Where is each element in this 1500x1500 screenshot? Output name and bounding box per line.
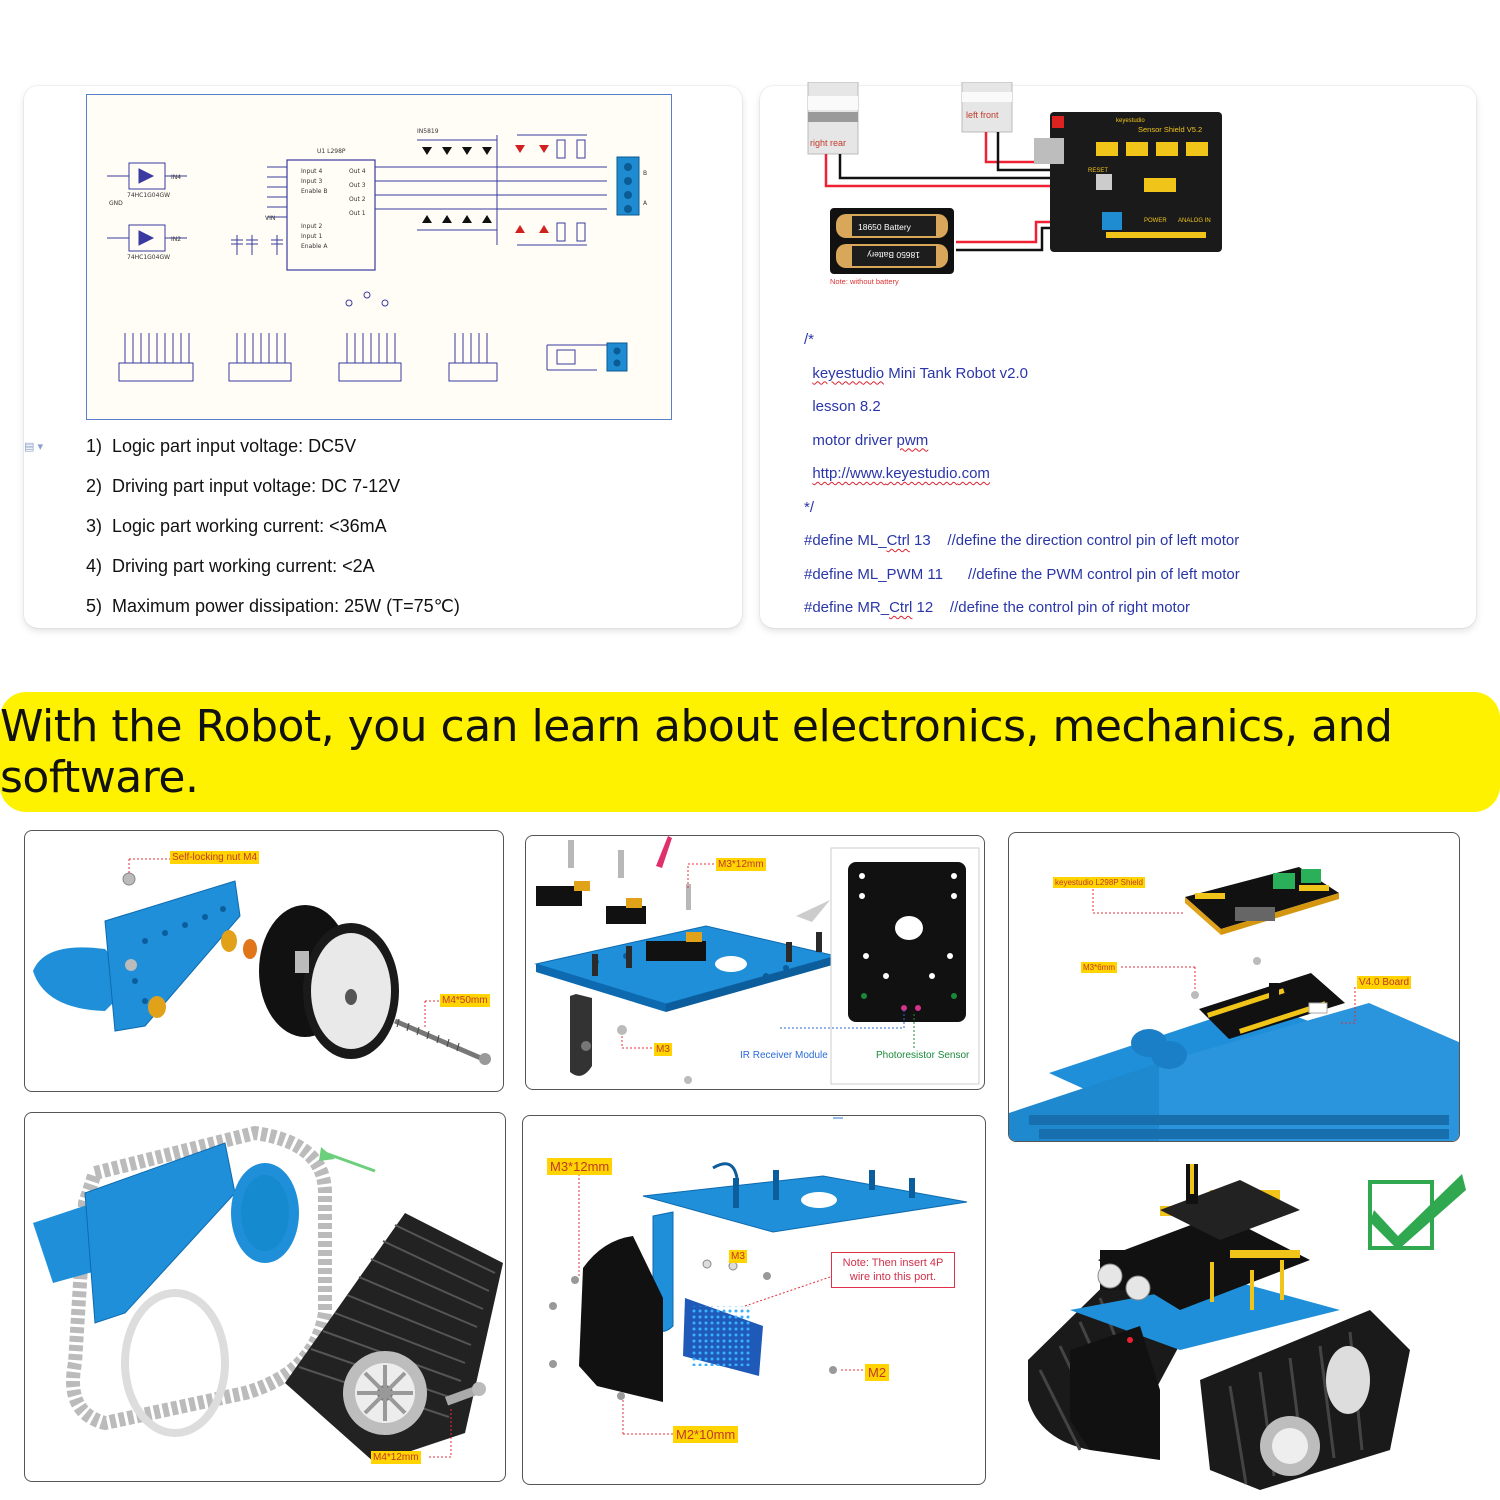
svg-text:Input 2: Input 2 (301, 223, 322, 230)
shield-assembly-drawing (1009, 867, 1459, 1141)
svg-text:Sensor Shield V5.2: Sensor Shield V5.2 (1138, 125, 1202, 134)
svg-text:ANALOG IN: ANALOG IN (1178, 218, 1211, 224)
spec-item: 1)Logic part input voltage: DC5V (86, 436, 357, 456)
svg-text:74HC1G04GW: 74HC1G04GW (127, 254, 170, 261)
headline-banner: With the Robot, you can learn about elec… (0, 692, 1500, 812)
code-line: #define ML_Ctrl 13 //define the directio… (804, 532, 1240, 549)
code-line: #define ML_PWM 11 //define the PWM contr… (804, 565, 1240, 583)
code-line: #define MR_Ctrl 12 //define the control … (804, 599, 1191, 616)
spec-list: 1)Logic part input voltage: DC5V 2)Drivi… (86, 436, 460, 636)
code-line: http://www.keyestudio.com (812, 465, 990, 482)
sensor-plate (848, 862, 966, 1022)
m3-12mm-label: M3*12mm (547, 1158, 613, 1175)
screw-label: M4*50mm (440, 994, 490, 1007)
svg-text:Out 4: Out 4 (349, 168, 366, 175)
spec-item: 5)Maximum power dissipation: 25W (T=75℃) (86, 596, 460, 616)
code-snippet: /* keyestudio Mini Tank Robot v2.0 lesso… (804, 330, 1240, 632)
m2-label: M2 (865, 1364, 890, 1381)
nut-label: Self-locking nut M4 (170, 851, 260, 864)
svg-text:left front: left front (966, 110, 999, 120)
svg-text:Input 1: Input 1 (301, 233, 322, 240)
svg-text:18650 Battery: 18650 Battery (858, 222, 912, 232)
svg-text:74HC1G04GW: 74HC1G04GW (127, 192, 170, 199)
spec-item: 2)Driving part input voltage: DC 7-12V (86, 476, 401, 496)
front-assembly-drawing (549, 1117, 968, 1435)
schematic-drawing: U1 L298P Input 4 Input 3 Enable B Input 2 I… (107, 128, 648, 382)
wiring-diagram: 18650 Battery 18650 Battery Note: withou… (807, 82, 1222, 286)
svg-text:Out 3: Out 3 (349, 182, 366, 189)
svg-text:18650 Battery: 18650 Battery (866, 250, 920, 260)
completed-robot-drawing (1028, 1164, 1466, 1490)
terminal-block-power (606, 342, 628, 372)
m4-12mm-label: M4*12mm (371, 1451, 421, 1464)
svg-text:VIN: VIN (265, 215, 275, 222)
ir-receiver-label: IR Receiver Module (740, 1050, 828, 1061)
wheel-assembly-panel: Self-locking nut M4 M4*50mm (24, 830, 504, 1092)
spec-item: 3)Logic part working current: <36mA (86, 516, 387, 536)
svg-text:Note: without battery: Note: without battery (830, 277, 899, 286)
svg-text:Out 2: Out 2 (349, 196, 366, 203)
shield-assembly-panel: keyestudio L298P Shield M3*6mm V4.0 Boar… (1008, 832, 1460, 1142)
svg-text:Input 4: Input 4 (301, 168, 322, 175)
l298p-chip (286, 159, 376, 271)
note-box: Note: Then insert 4P wire into this port… (831, 1252, 955, 1288)
code-card: 18650 Battery 18650 Battery Note: withou… (760, 82, 1476, 628)
svg-text:Enable B: Enable B (301, 188, 327, 195)
left-front-motor (961, 82, 1013, 133)
svg-text:U1 L298P: U1 L298P (317, 148, 346, 155)
sensor-shield (1050, 112, 1222, 252)
wheel-assembly-drawing (33, 858, 491, 1065)
svg-text:IN2: IN2 (171, 236, 181, 243)
l298p-schematic: U1 L298P Input 4 Input 3 Enable B Input 2 I… (86, 94, 672, 420)
headline-text: With the Robot, you can learn about elec… (0, 701, 1393, 803)
svg-text:right rear: right rear (810, 138, 846, 148)
code-line: lesson 8.2 (812, 398, 881, 415)
svg-text:IN4: IN4 (171, 174, 181, 181)
m3-nut-label: M3 (729, 1250, 747, 1263)
code-line: keyestudio Mini Tank Robot v2.0 (812, 364, 1029, 382)
photoresistor-label: Photoresistor Sensor (876, 1050, 970, 1061)
document-icon: ▤ ▾ (24, 441, 43, 453)
track-assembly-panel: M4*12mm (24, 1112, 506, 1482)
code-line: */ (804, 498, 815, 516)
svg-text:POWER: POWER (1144, 218, 1167, 224)
v4-board-label: V4.0 Board (1357, 976, 1412, 989)
plate-assembly-panel: M3*12mm M3 IR Receiver Module Photoresis… (525, 835, 985, 1090)
completed-robot-panel (1010, 1150, 1490, 1495)
m3-12mm-label: M3*12mm (716, 858, 766, 871)
svg-text:GND: GND (109, 200, 123, 207)
spec-item: 4)Driving part working current: <2A (86, 556, 375, 576)
track-assembly-drawing (33, 1125, 503, 1463)
svg-text:A: A (643, 200, 648, 207)
svg-text:IN5819: IN5819 (417, 128, 439, 135)
svg-text:keyestudio: keyestudio (1116, 118, 1145, 124)
code-line: motor driver pwm (812, 431, 929, 449)
svg-text:Enable A: Enable A (301, 243, 328, 250)
l298p-shield-label: keyestudio L298P Shield (1053, 877, 1145, 888)
svg-text:B: B (643, 170, 647, 177)
svg-text:Out 1: Out 1 (349, 210, 366, 217)
code-line: /* (804, 331, 815, 348)
m3-nut-label: M3 (654, 1043, 672, 1056)
plate-assembly-drawing (534, 836, 980, 1085)
front-assembly-panel: M3*12mm M3 Note: Then insert 4P wire int… (522, 1115, 986, 1485)
m2-10mm-label: M2*10mm (673, 1426, 739, 1443)
spec-card: U1 L298P Input 4 Input 3 Enable B Input 2 I… (24, 86, 742, 628)
svg-text:RESET: RESET (1088, 168, 1108, 174)
svg-text:Input 3: Input 3 (301, 178, 322, 185)
m3-6mm-label: M3*6mm (1081, 962, 1118, 973)
terminal-block-motor (616, 156, 640, 216)
